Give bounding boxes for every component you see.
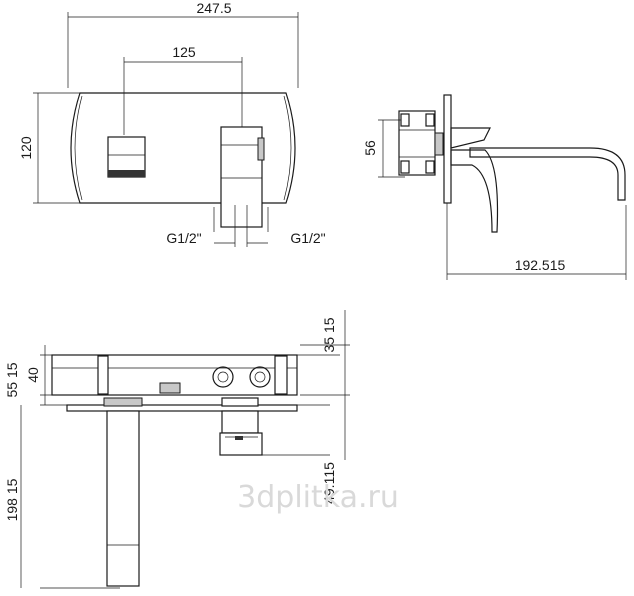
plan-view: 40 55 15 198 15 35 15 49.115 [4, 310, 350, 589]
plate-plan [66, 404, 298, 412]
dim-thread-right: G1/2" [290, 230, 325, 246]
dim-thread-left: G1/2" [166, 230, 201, 246]
dim-center-distance: 125 [172, 44, 196, 60]
dim-wall-offset: 55 15 [4, 362, 20, 397]
cover-plate [70, 92, 296, 204]
dim-plate-height: 56 [362, 140, 378, 156]
watermark: 3dplitka.ru [237, 480, 399, 515]
concealed-box-plan [51, 354, 298, 396]
dim-box-depth: 40 [25, 367, 41, 383]
inlet-right [249, 366, 271, 388]
dim-projection: 192.515 [515, 257, 566, 273]
dim-handle-depth: 49.115 [321, 462, 337, 504]
inlet-left [212, 366, 234, 388]
dim-height: 120 [18, 136, 34, 160]
dim-width-total: 247.5 [196, 0, 231, 16]
mixer-body [220, 126, 263, 228]
spout-plan [106, 410, 140, 587]
side-view: 56 192.515 [362, 94, 627, 280]
spout-side [469, 147, 626, 201]
dim-spout-length: 198 15 [4, 478, 20, 521]
handle-plan [219, 432, 263, 456]
front-view: 247.5 125 120 G1/2" G1/2" [18, 0, 326, 247]
side-plate [443, 94, 452, 204]
dim-depth-top: 35 15 [321, 317, 337, 352]
